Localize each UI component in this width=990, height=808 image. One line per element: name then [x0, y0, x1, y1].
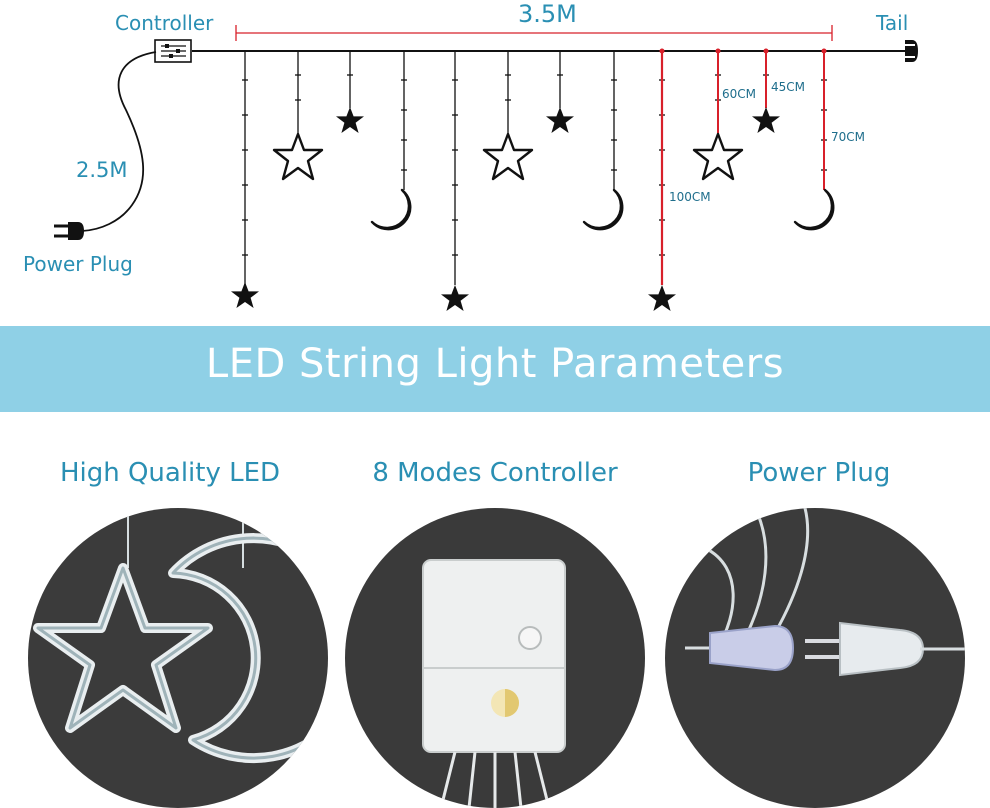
- feature-caption-controller: 8 Modes Controller: [372, 458, 618, 488]
- measure-100cm: [659, 48, 665, 285]
- power-plug-icon: [54, 222, 84, 240]
- measure-70cm: [821, 48, 827, 190]
- moon-icon: [582, 188, 624, 231]
- moon-icon: [370, 188, 412, 231]
- dim-70-label: 70CM: [831, 130, 866, 144]
- tail-connector-icon: [902, 40, 918, 62]
- star-outline-icon: [692, 132, 744, 181]
- moon-led-icon: [168, 533, 328, 764]
- drop-3: [347, 51, 353, 108]
- measure-45cm: [763, 48, 769, 108]
- measure-60cm: [715, 48, 721, 135]
- feature-caption-plug: Power Plug: [747, 458, 891, 488]
- dim-60-label: 60CM: [722, 87, 757, 101]
- star-filled-icon: [336, 107, 364, 133]
- dim-100-label: 100CM: [669, 190, 711, 204]
- star-filled-icon: [231, 282, 259, 308]
- feature-caption-led: High Quality LED: [59, 458, 281, 488]
- star-filled-icon: [441, 285, 469, 311]
- length-label: 3.5M: [518, 0, 577, 28]
- led-photo: [28, 508, 328, 808]
- star-led-icon: [33, 563, 213, 733]
- socket-icon: [709, 624, 795, 672]
- banner-title: LED String Light Parameters: [205, 341, 785, 387]
- drop-4: [401, 51, 407, 190]
- drop-1: [242, 51, 248, 285]
- tail-label: Tail: [876, 11, 909, 35]
- star-outline-icon: [272, 132, 324, 181]
- plug-label: Power Plug: [23, 252, 133, 276]
- power-cord: [81, 51, 157, 232]
- star-outline-icon: [482, 132, 534, 181]
- cord-length-label: 2.5M: [76, 158, 128, 182]
- mode-button-icon: [518, 626, 542, 650]
- controller-photo: [345, 508, 645, 808]
- star-filled-icon: [752, 107, 780, 133]
- controller-label: Controller: [115, 11, 214, 35]
- length-dimension: [235, 25, 833, 41]
- drop-6: [505, 51, 511, 135]
- plug-head-icon: [839, 621, 925, 677]
- controller-icon: [154, 39, 192, 63]
- drop-5: [452, 51, 458, 285]
- dim-45-label: 45CM: [771, 80, 806, 94]
- moon-icon: [793, 188, 835, 231]
- star-filled-icon: [546, 107, 574, 133]
- string-light-diagram: [54, 25, 918, 311]
- drop-2: [295, 51, 301, 135]
- drop-7: [557, 51, 563, 108]
- title-banner: LED String Light Parameters: [0, 326, 990, 412]
- star-filled-icon: [648, 285, 676, 311]
- plug-photo: [665, 508, 965, 808]
- drop-8: [611, 51, 617, 190]
